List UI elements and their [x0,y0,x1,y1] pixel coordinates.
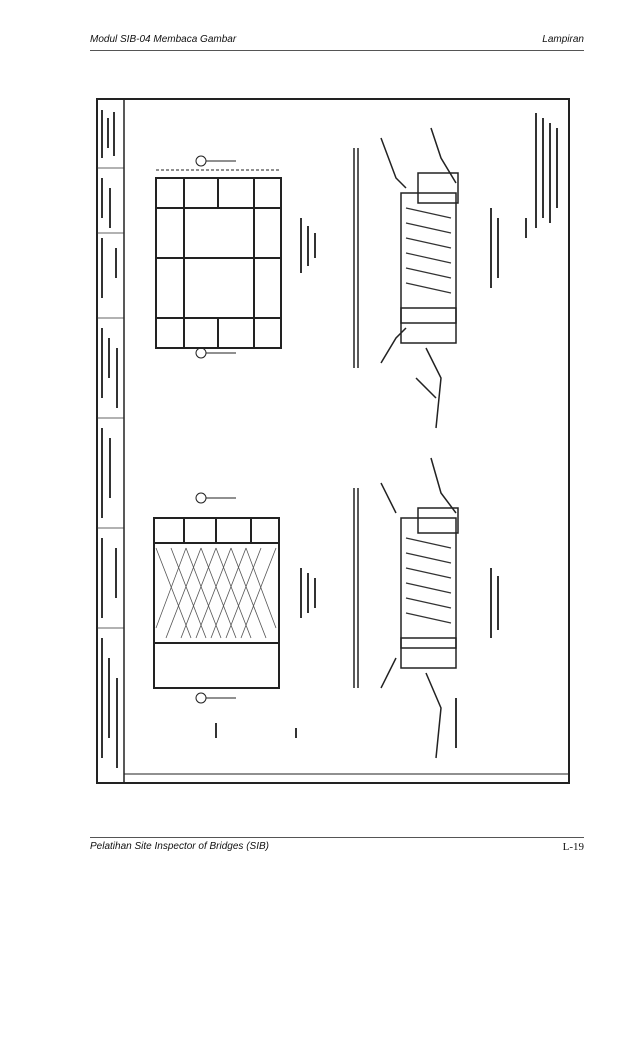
page-header: Modul SIB-04 Membaca Gambar Lampiran [90,34,584,48]
footer-course-title: Pelatihan Site Inspector of Bridges (SIB… [90,841,269,852]
drawing-sheet-icon [96,98,570,784]
page-footer: Pelatihan Site Inspector of Bridges (SIB… [90,841,584,855]
header-section-label: Lampiran [542,34,584,45]
engineering-drawing [96,98,570,784]
header-module-title: Modul SIB-04 Membaca Gambar [90,34,237,45]
header-divider [90,50,584,51]
page-number: L-19 [562,841,584,853]
footer-divider [90,837,584,838]
